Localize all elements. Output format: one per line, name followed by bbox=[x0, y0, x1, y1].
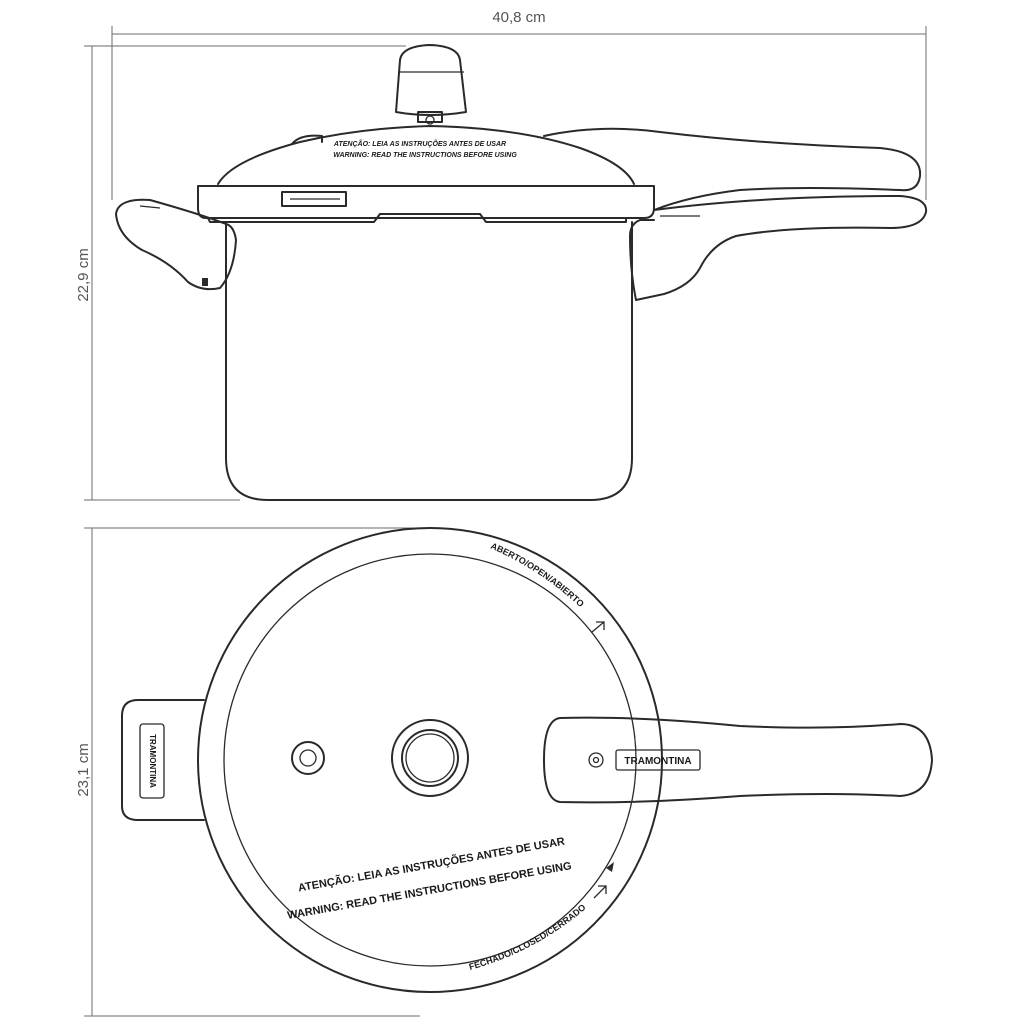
pot-body bbox=[225, 221, 633, 501]
side-handle-brand: TRAMONTINA bbox=[148, 734, 157, 788]
lid-inner-rim bbox=[223, 553, 637, 967]
safety-indicator bbox=[291, 741, 325, 775]
closed-arrow-icon bbox=[593, 885, 607, 899]
closed-position-label: FECHADO/CLOSED/CERRADO bbox=[468, 902, 588, 972]
top-view: TRAMONTINA ATENÇÃO: LEIA AS INSTRUÇÕES A… bbox=[121, 527, 933, 993]
side-height-dimension-label: 22,9 cm bbox=[75, 248, 92, 301]
side-view: ATENÇÃO: LEIA AS INSTRUÇÕES ANTES DE USA… bbox=[115, 44, 928, 501]
top-main-handle: TRAMONTINA bbox=[543, 716, 933, 804]
lid-rim bbox=[197, 185, 655, 223]
lid-outer-rim bbox=[197, 527, 663, 993]
handle-brand: TRAMONTINA bbox=[624, 756, 691, 767]
width-dimension: 40,8 cm bbox=[111, 9, 927, 200]
main-handle bbox=[543, 127, 928, 301]
side-lid-warning-line1: ATENÇÃO: LEIA AS INSTRUÇÕES ANTES DE USA… bbox=[333, 139, 506, 148]
pressure-valve bbox=[395, 44, 467, 125]
side-handle bbox=[115, 198, 237, 291]
side-height-dimension: 22,9 cm bbox=[75, 45, 406, 501]
side-lid-warning-line2: WARNING: READ THE INSTRUCTIONS BEFORE US… bbox=[333, 152, 517, 159]
lid-dome: ATENÇÃO: LEIA AS INSTRUÇÕES ANTES DE USA… bbox=[217, 125, 635, 185]
top-side-handle: TRAMONTINA bbox=[121, 699, 205, 821]
top-height-dimension: 23,1 cm bbox=[75, 527, 420, 1017]
top-height-dimension-label: 23,1 cm bbox=[75, 743, 92, 796]
open-position-label: ABERTO/OPEN/ABIERTO bbox=[489, 541, 586, 609]
width-dimension-label: 40,8 cm bbox=[492, 9, 545, 26]
top-pressure-valve bbox=[391, 719, 469, 797]
open-arrow-icon bbox=[591, 621, 605, 633]
closed-marker-icon bbox=[606, 862, 614, 872]
